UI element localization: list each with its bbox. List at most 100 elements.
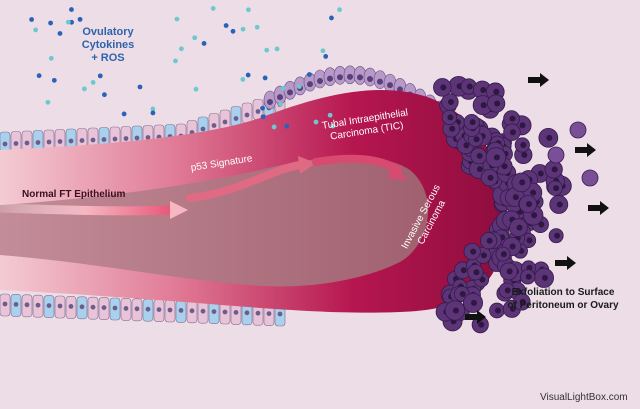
tumor-nucleus [521, 151, 528, 158]
tumor-nucleus [501, 163, 508, 170]
cytokine-dot [48, 55, 54, 61]
cell-nucleus [79, 138, 85, 143]
tumor-nucleus [506, 268, 513, 275]
tumor-nucleus [460, 267, 467, 274]
cytokine-dot [150, 106, 156, 112]
normal-epithelium-label: Normal FT Epithelium [22, 189, 126, 200]
cell-nucleus [266, 311, 272, 316]
cytokine-dot [260, 105, 265, 111]
cell-nucleus [13, 302, 19, 307]
cell-nucleus [46, 139, 52, 145]
tumor-nucleus [509, 129, 516, 136]
cytokine-dot [51, 77, 57, 83]
cytokine-particles [29, 6, 342, 130]
tumor-nucleus [494, 307, 501, 314]
credit-text: VisualLightBox.com [540, 392, 628, 403]
cytokine-dot [260, 114, 266, 120]
exfoliation-arrow-shaft [575, 147, 587, 153]
tumor-nucleus [470, 248, 477, 255]
cell-nucleus [68, 304, 74, 309]
cell-nucleus [145, 306, 151, 312]
cytokine-dot [36, 73, 42, 79]
cell-nucleus [156, 307, 162, 312]
cytokine-dot [240, 26, 246, 32]
cytokine-dot [57, 31, 63, 36]
cytokine-dot [245, 72, 251, 78]
cell-nucleus [35, 302, 41, 308]
tumor-nucleus [554, 232, 561, 239]
cytokine-dot [223, 23, 229, 28]
cytokine-dot [240, 76, 246, 82]
progression-arrow-2 [186, 161, 304, 202]
tumor-nucleus [447, 99, 454, 106]
cell-nucleus [167, 307, 173, 313]
cell-nucleus [255, 109, 261, 114]
cytokine-dot [201, 41, 207, 46]
tumor-nucleus [525, 273, 532, 280]
cytokine-dot [174, 16, 180, 22]
exfoliation-arrow-shaft [528, 77, 540, 83]
cell-nucleus [200, 308, 206, 314]
cell-nucleus [46, 303, 52, 308]
cell-nucleus [307, 81, 313, 88]
cytokine-dot [48, 20, 53, 26]
tumor-nucleus [519, 122, 526, 129]
tumor-nucleus [519, 298, 526, 305]
cell-nucleus [244, 310, 250, 316]
tumor-nucleus [449, 125, 456, 132]
cell-nucleus [90, 304, 96, 310]
tumor-nucleus [553, 185, 560, 192]
cell-nucleus [357, 74, 363, 81]
cytokine-dot [323, 54, 329, 59]
cytokine-dot [230, 28, 236, 34]
cell-nucleus [2, 141, 8, 147]
tumor-nucleus [480, 252, 487, 259]
tumor-nucleus [546, 134, 553, 141]
cell-nucleus [233, 116, 239, 121]
cytokine-dot [296, 84, 302, 89]
cell-nucleus [24, 302, 30, 308]
cytokine-dot [33, 27, 39, 33]
cell-nucleus [90, 137, 96, 143]
tumor-nucleus [480, 102, 487, 109]
exfoliated-cell [569, 121, 587, 139]
cytokines-label: Ovulatory Cytokines + ROS [81, 26, 135, 64]
cell-nucleus [35, 140, 41, 145]
tumor-nucleus [486, 237, 493, 244]
tumor-nucleus [452, 307, 459, 314]
cytokine-dot [329, 15, 334, 21]
cell-nucleus [287, 89, 293, 96]
progression-arrowhead-1 [170, 201, 188, 219]
tumor-nucleus [493, 154, 500, 161]
cell-nucleus [277, 311, 283, 317]
cytokine-dot [45, 99, 51, 105]
cytokine-dot [254, 24, 260, 30]
cytokine-dot [280, 85, 286, 91]
tumor-nucleus [541, 274, 548, 281]
tumor-nucleus [509, 305, 516, 312]
tube-lumen [0, 156, 429, 287]
cytokine-dot [337, 7, 342, 13]
tumor-nucleus [476, 166, 483, 173]
exfoliation-arrow-head [587, 143, 596, 157]
cytokine-dot [102, 92, 107, 98]
tumor-nucleus [531, 212, 538, 219]
cytokine-dot [306, 72, 312, 77]
tumor-nucleus [487, 174, 494, 181]
cytokine-dot [313, 119, 319, 125]
tumor-nucleus [476, 152, 483, 159]
cell-nucleus [101, 305, 107, 310]
cytokine-dot [179, 46, 184, 52]
cell-nucleus [101, 137, 107, 142]
cell-nucleus [377, 78, 383, 85]
tumor-nucleus [516, 224, 523, 231]
cell-nucleus [57, 303, 63, 309]
tumor-nucleus [500, 251, 507, 258]
cell-nucleus [327, 75, 333, 82]
cell-nucleus [211, 123, 217, 128]
cytokine-dot [69, 7, 74, 12]
tumor-nucleus [473, 136, 480, 143]
cell-nucleus [79, 304, 85, 310]
tumor-nucleus [440, 84, 447, 91]
